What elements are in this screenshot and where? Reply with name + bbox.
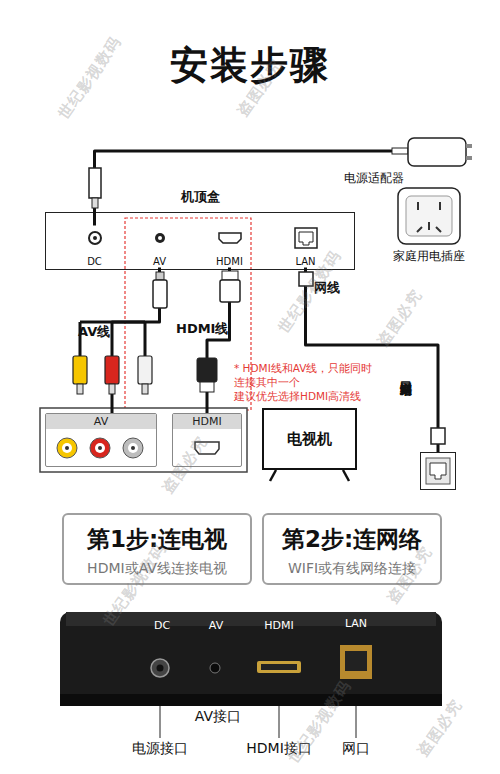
cable-connector	[112, 268, 160, 414]
node-label: HDMI	[205, 256, 255, 267]
device-port-label: DC	[154, 619, 170, 632]
wall-socket: 家庭用电插座	[396, 186, 462, 246]
device-lan-port	[340, 645, 372, 679]
device-dc-pin	[157, 665, 164, 672]
socket-face	[406, 196, 452, 236]
tv-port-panel: AV	[45, 413, 157, 467]
tv-av-jack-ring	[95, 443, 105, 453]
wall-jack	[426, 458, 450, 484]
hdmi-plug-head	[222, 271, 238, 280]
dc-jack	[89, 232, 101, 244]
device-port-label: HDMI	[264, 619, 293, 632]
tv-back-panel	[40, 408, 247, 472]
callout-label: 网口	[342, 740, 370, 758]
node-label: 电视机	[287, 430, 332, 449]
device-lan-slot	[345, 651, 367, 671]
dc-plug	[89, 168, 101, 198]
lan-jack	[295, 228, 317, 248]
tv-av-jack-pin	[131, 446, 135, 450]
adapter-prong	[466, 144, 472, 148]
socket-body	[398, 188, 460, 244]
set-top-box: 机顶盒DCAVHDMILAN	[45, 212, 355, 270]
dc-jack-pin	[93, 236, 97, 240]
av-plug-tip	[142, 384, 148, 394]
av-plug-tip	[109, 384, 115, 394]
power-adapter: 电源适配器	[392, 136, 468, 168]
av-plug-tip	[156, 272, 164, 280]
lan-jack-slot	[299, 232, 313, 245]
device-port-label: AV	[209, 619, 223, 632]
port: AV	[140, 226, 180, 268]
tv-set: 电视机	[262, 408, 357, 470]
node-label: AV	[140, 256, 180, 267]
watermark: 盗图必究	[159, 433, 211, 496]
network-port: 家庭网络端口	[420, 452, 456, 490]
port: HDMI	[205, 226, 255, 268]
av-jack-hole	[158, 236, 162, 240]
av-plug	[153, 280, 167, 308]
cable-connector	[207, 268, 230, 414]
adapter-prong	[466, 156, 472, 160]
watermark: 盗图必究	[414, 696, 466, 759]
watermark: 盗图必究	[374, 286, 426, 349]
node-label: DC	[75, 256, 115, 267]
device-base	[60, 694, 442, 706]
av-plug-yellow	[73, 356, 87, 384]
av-plug-red	[105, 356, 119, 384]
dc-plug-tip	[92, 198, 98, 208]
node-label: HDMI	[173, 414, 241, 429]
av-plug-tip	[77, 384, 83, 394]
tv-av-jack	[57, 438, 77, 458]
device-hdmi-slot	[261, 664, 297, 670]
tv-av-jack-ring	[128, 443, 138, 453]
socket-holes	[417, 202, 441, 232]
callout-label: AV接口	[195, 708, 241, 726]
cable-label: HDMI线	[176, 320, 228, 338]
av-jack	[155, 233, 165, 243]
tv-av-jack-ring	[62, 443, 72, 453]
note-text: * HDMI线和AV线，只能同时 连接其中一个 建议优先选择HDMI高清线	[234, 361, 384, 404]
watermark: 世纪影视数码	[55, 33, 126, 123]
port: DC	[75, 226, 115, 268]
node-label: 电源适配器	[344, 170, 404, 187]
lan-plug	[431, 428, 445, 444]
wall-jack-slot	[430, 463, 446, 479]
node-label: 第2步:连网络	[264, 524, 440, 555]
device-port-label: LAN	[345, 617, 367, 630]
device-av-port	[210, 663, 220, 673]
tv-leg	[343, 470, 349, 481]
tv-av-jack-pin	[98, 446, 102, 450]
cable-label: AV线	[78, 323, 110, 341]
device-hdmi-port	[257, 661, 301, 673]
tv-av-jack-pin	[65, 446, 69, 450]
hdmi-plug-head	[200, 382, 214, 392]
hdmi-plug	[220, 280, 240, 302]
av-plug-white	[138, 356, 152, 384]
callout-label: 电源接口	[132, 740, 188, 758]
tv-leg	[270, 470, 276, 481]
tv-av-jack	[90, 438, 110, 458]
device-dc-port	[151, 659, 169, 677]
hdmi-jack	[219, 233, 241, 243]
tv-av-jack	[123, 438, 143, 458]
adapter-cord	[392, 148, 408, 154]
node-label: 家庭用电插座	[393, 248, 465, 265]
hdmi-plug	[197, 358, 217, 382]
node-label: AV	[46, 414, 156, 429]
node-label: 机顶盒	[46, 188, 354, 206]
cable-connector	[95, 151, 393, 225]
adapter-body	[408, 138, 466, 166]
dashed-bracket	[125, 218, 251, 410]
